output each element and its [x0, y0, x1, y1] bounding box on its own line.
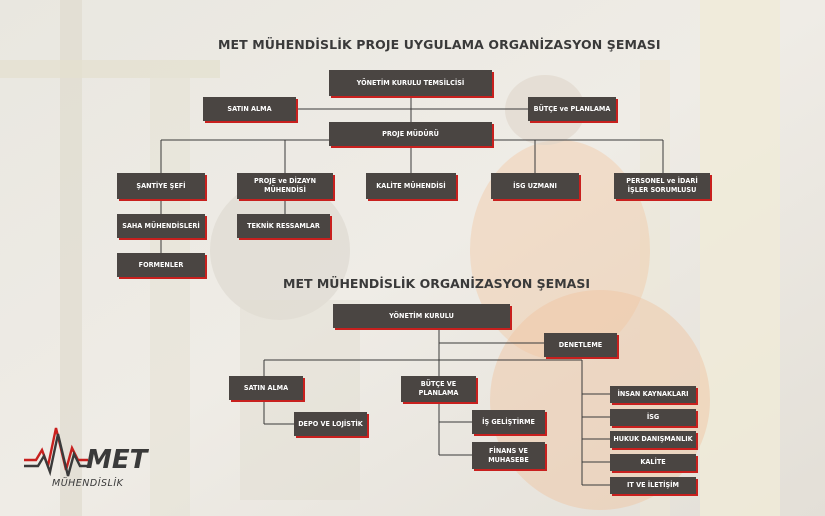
kalite-muhendisi-box: KALİTE MÜHENDİSİ [366, 173, 456, 199]
isg-uzmani-box: İSG UZMANI [491, 173, 579, 199]
kalite-box: KALİTE [610, 454, 696, 471]
hukuk-danismanlik-box: HUKUK DANIŞMANLIK [610, 431, 696, 448]
depo-lojistik-box: DEPO VE LOJİSTİK [294, 412, 367, 436]
finans-muhasebe-box: FİNANS VE MUHASEBE [472, 442, 545, 469]
teknik-ressamlar-box: TEKNİK RESSAMLAR [237, 214, 330, 238]
company-butce-planlama-box: BÜTÇE VE PLANLAMA [401, 376, 476, 402]
it-iletisim-box: IT VE İLETİŞİM [610, 477, 696, 494]
formenler-box: FORMENLER [117, 253, 205, 277]
company-chart-title: MET MÜHENDİSLİK ORGANİZASYON ŞEMASI [283, 276, 590, 291]
logo-subtitle: MÜHENDİSLİK [52, 478, 124, 489]
denetleme-box: DENETLEME [544, 333, 617, 357]
logo-name: MET [86, 445, 150, 475]
insan-kaynaklari-box: İNSAN KAYNAKLARI [610, 386, 696, 403]
logo-mark-icon [24, 427, 88, 477]
yonetim-kurulu-box: YÖNETİM KURULU [333, 304, 510, 328]
proje-dizayn-muhendisi-box: PROJE ve DİZAYN MÜHENDİSİ [237, 173, 333, 199]
isg-box: İSG [610, 409, 696, 426]
saha-muhendisleri-box: SAHA MÜHENDİSLERİ [117, 214, 205, 238]
proje-muduru-box: PROJE MÜDÜRÜ [329, 122, 492, 146]
project-chart-title: MET MÜHENDİSLİK PROJE UYGULAMA ORGANİZAS… [218, 37, 661, 52]
personel-idari-isler-box: PERSONEL ve İDARİ İŞLER SORUMLUSU [614, 173, 710, 199]
santiye-sefi-box: ŞANTİYE ŞEFİ [117, 173, 205, 199]
yonetim-kurulu-temsilcisi-box: YÖNETİM KURULU TEMSİLCİSİ [329, 70, 492, 96]
project-butce-planlama-box: BÜTÇE ve PLANLAMA [528, 97, 616, 121]
met-logo: MET MÜHENDİSLİK [24, 427, 150, 489]
project-satin-alma-box: SATIN ALMA [203, 97, 296, 121]
is-gelistirme-box: İŞ GELİŞTİRME [472, 410, 545, 434]
company-satin-alma-box: SATIN ALMA [229, 376, 303, 400]
